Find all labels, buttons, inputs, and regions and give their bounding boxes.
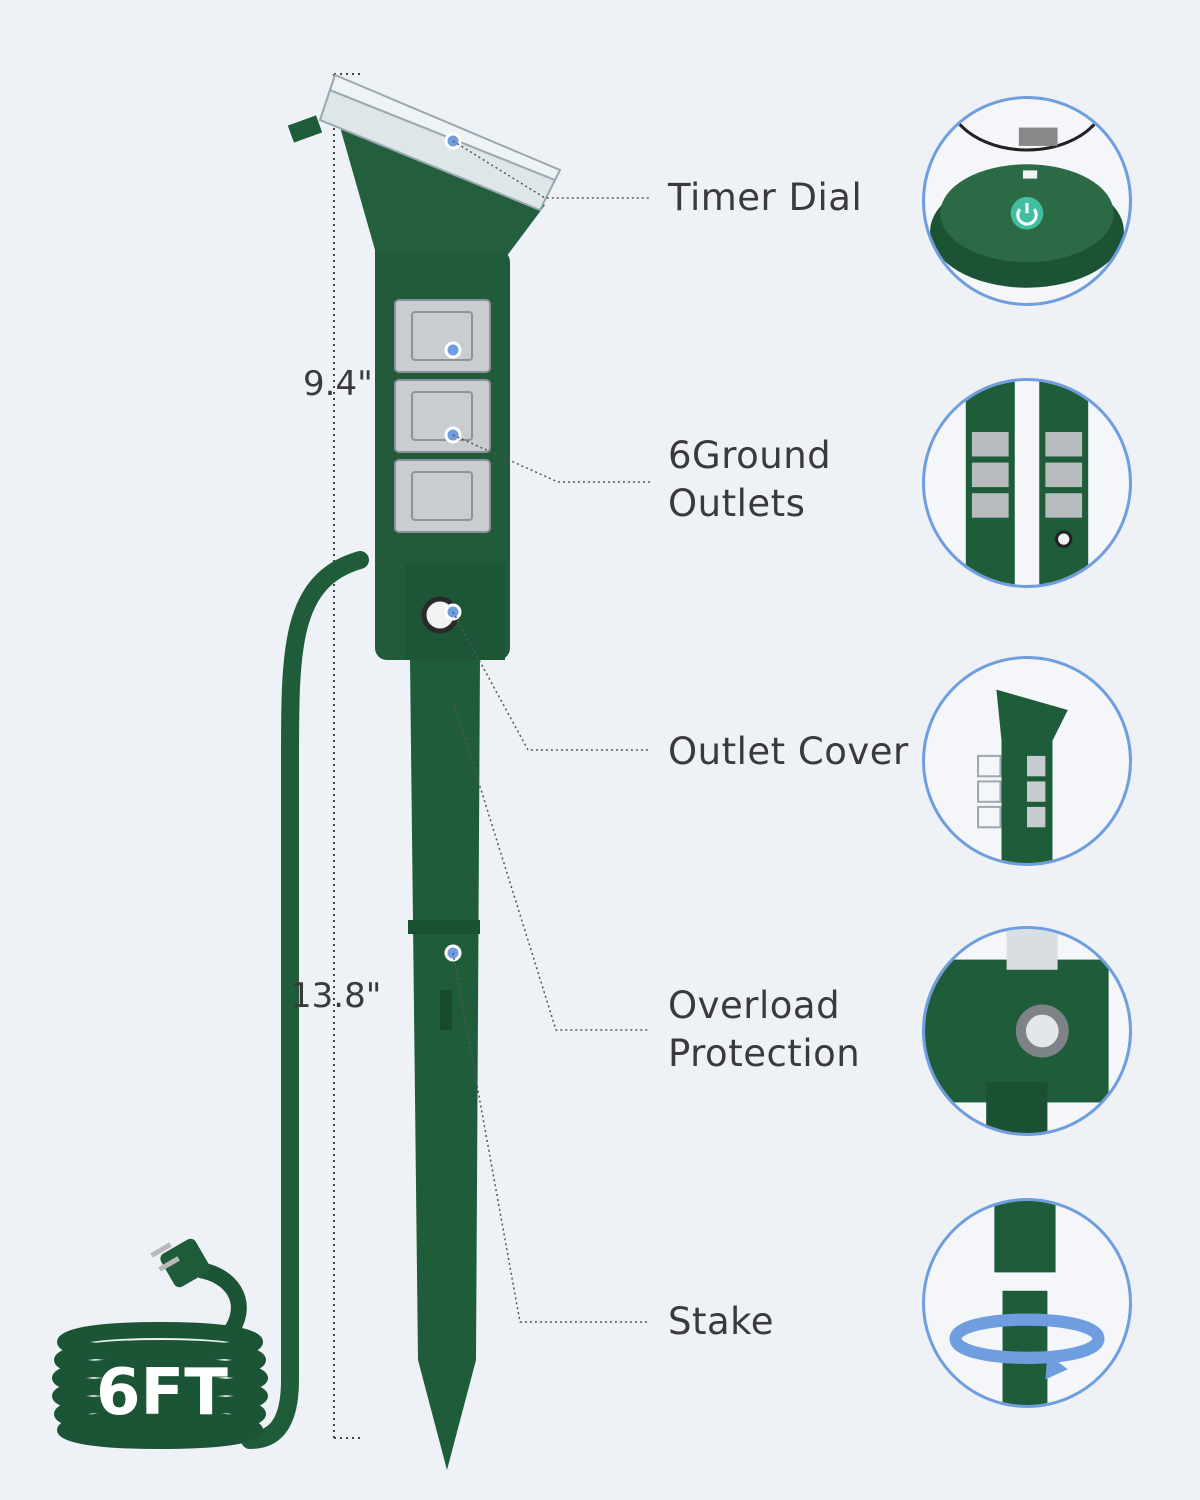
rotate-arrow-icon bbox=[949, 1313, 1105, 1364]
callout-dots bbox=[444, 132, 462, 962]
stake-label: Stake bbox=[668, 1300, 775, 1343]
coiled-cord bbox=[52, 1262, 268, 1449]
outlets-label-line1: 6Ground bbox=[668, 434, 832, 477]
outlet-cover-thumbnail bbox=[922, 656, 1132, 866]
overload-label-line1: Overload bbox=[668, 984, 841, 1027]
overload-label-line2: Protection bbox=[668, 1032, 861, 1075]
leader-lines bbox=[452, 140, 650, 1323]
stake-height-label: 13.8" bbox=[290, 976, 382, 1016]
outlet-covers bbox=[394, 299, 491, 533]
plug bbox=[150, 1238, 210, 1288]
overload-protection-thumbnail bbox=[922, 926, 1132, 1136]
timer-dial-label: Timer Dial bbox=[668, 176, 863, 219]
outlet-cover-label: Outlet Cover bbox=[668, 730, 909, 773]
power-cord bbox=[241, 551, 369, 1449]
outlets-thumbnail bbox=[922, 378, 1132, 588]
stake-body bbox=[410, 660, 480, 1470]
timer-dial-thumbnail bbox=[922, 96, 1132, 306]
upper-height-label: 9.4" bbox=[303, 364, 373, 404]
stake-thumbnail bbox=[922, 1198, 1132, 1408]
cord-length-label: 6FT bbox=[96, 1356, 228, 1430]
dimension-line bbox=[333, 73, 360, 1440]
outlets-label-line2: Outlets bbox=[668, 482, 806, 525]
